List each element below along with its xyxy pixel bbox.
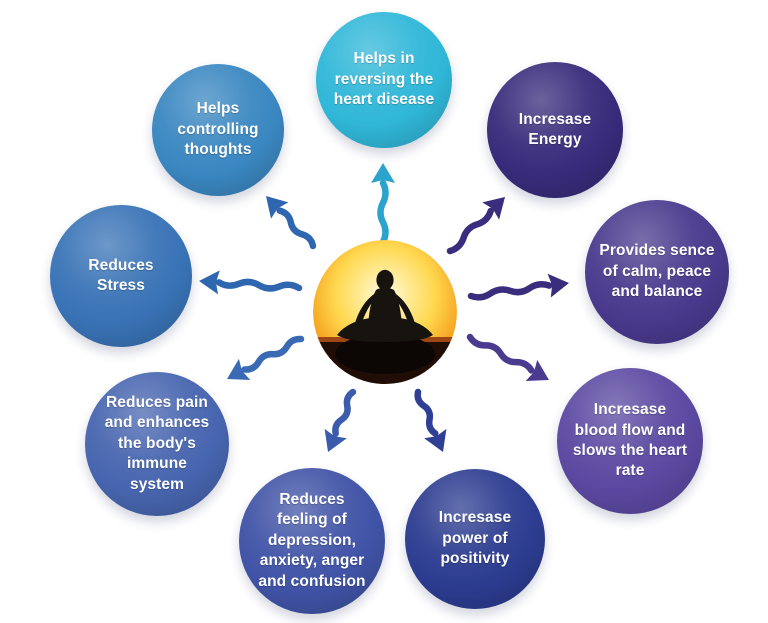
benefit-circle-heart-disease: Helps in reversing the heart disease (316, 12, 452, 148)
meditating-person-sunset-icon (313, 240, 457, 384)
benefit-circle-depression: Reduces feeling of depression, anxiety, … (239, 468, 385, 614)
benefit-circle-positivity: Incresase power of positivity (405, 469, 545, 609)
benefit-label-depression: Reduces feeling of depression, anxiety, … (258, 490, 366, 590)
benefit-label-stress: Reduces Stress (88, 256, 154, 294)
benefit-label-thoughts: Helps controlling thoughts (177, 100, 259, 159)
benefit-circle-blood-flow: Incresase blood flow and slows the heart… (557, 368, 703, 514)
wavy-arrow-to-heart-disease (371, 163, 395, 246)
wavy-arrow-to-calm (467, 273, 569, 301)
meditator-silhouette (337, 269, 433, 342)
wavy-arrow-to-blood-flow (466, 333, 549, 381)
wavy-arrow-to-depression (324, 388, 357, 452)
ground-mound (335, 334, 435, 374)
wavy-arrow-to-positivity (414, 388, 447, 452)
wavy-arrow-to-pain-immune (227, 335, 305, 380)
benefit-circle-pain-immune: Reduces pain and enhances the body's imm… (85, 372, 229, 516)
benefit-label-energy: Incresase Energy (518, 110, 592, 148)
benefit-circle-calm: Provides sence of calm, peace and balanc… (585, 200, 729, 344)
benefit-label-heart-disease: Helps in reversing the heart disease (333, 50, 435, 109)
benefit-circle-thoughts: Helps controlling thoughts (152, 64, 284, 196)
benefit-label-blood-flow: Incresase blood flow and slows the heart… (572, 401, 688, 480)
benefit-circle-stress: Reduces Stress (50, 205, 192, 347)
benefit-circle-energy: Incresase Energy (487, 62, 623, 198)
benefit-label-calm: Provides sence of calm, peace and balanc… (599, 242, 715, 301)
wavy-arrow-to-stress (199, 270, 303, 295)
wavy-arrow-to-thoughts (266, 196, 317, 250)
benefit-label-positivity: Incresase power of positivity (438, 509, 512, 568)
wavy-arrow-to-energy (446, 197, 505, 255)
benefit-label-pain-immune: Reduces pain and enhances the body's imm… (104, 393, 210, 493)
